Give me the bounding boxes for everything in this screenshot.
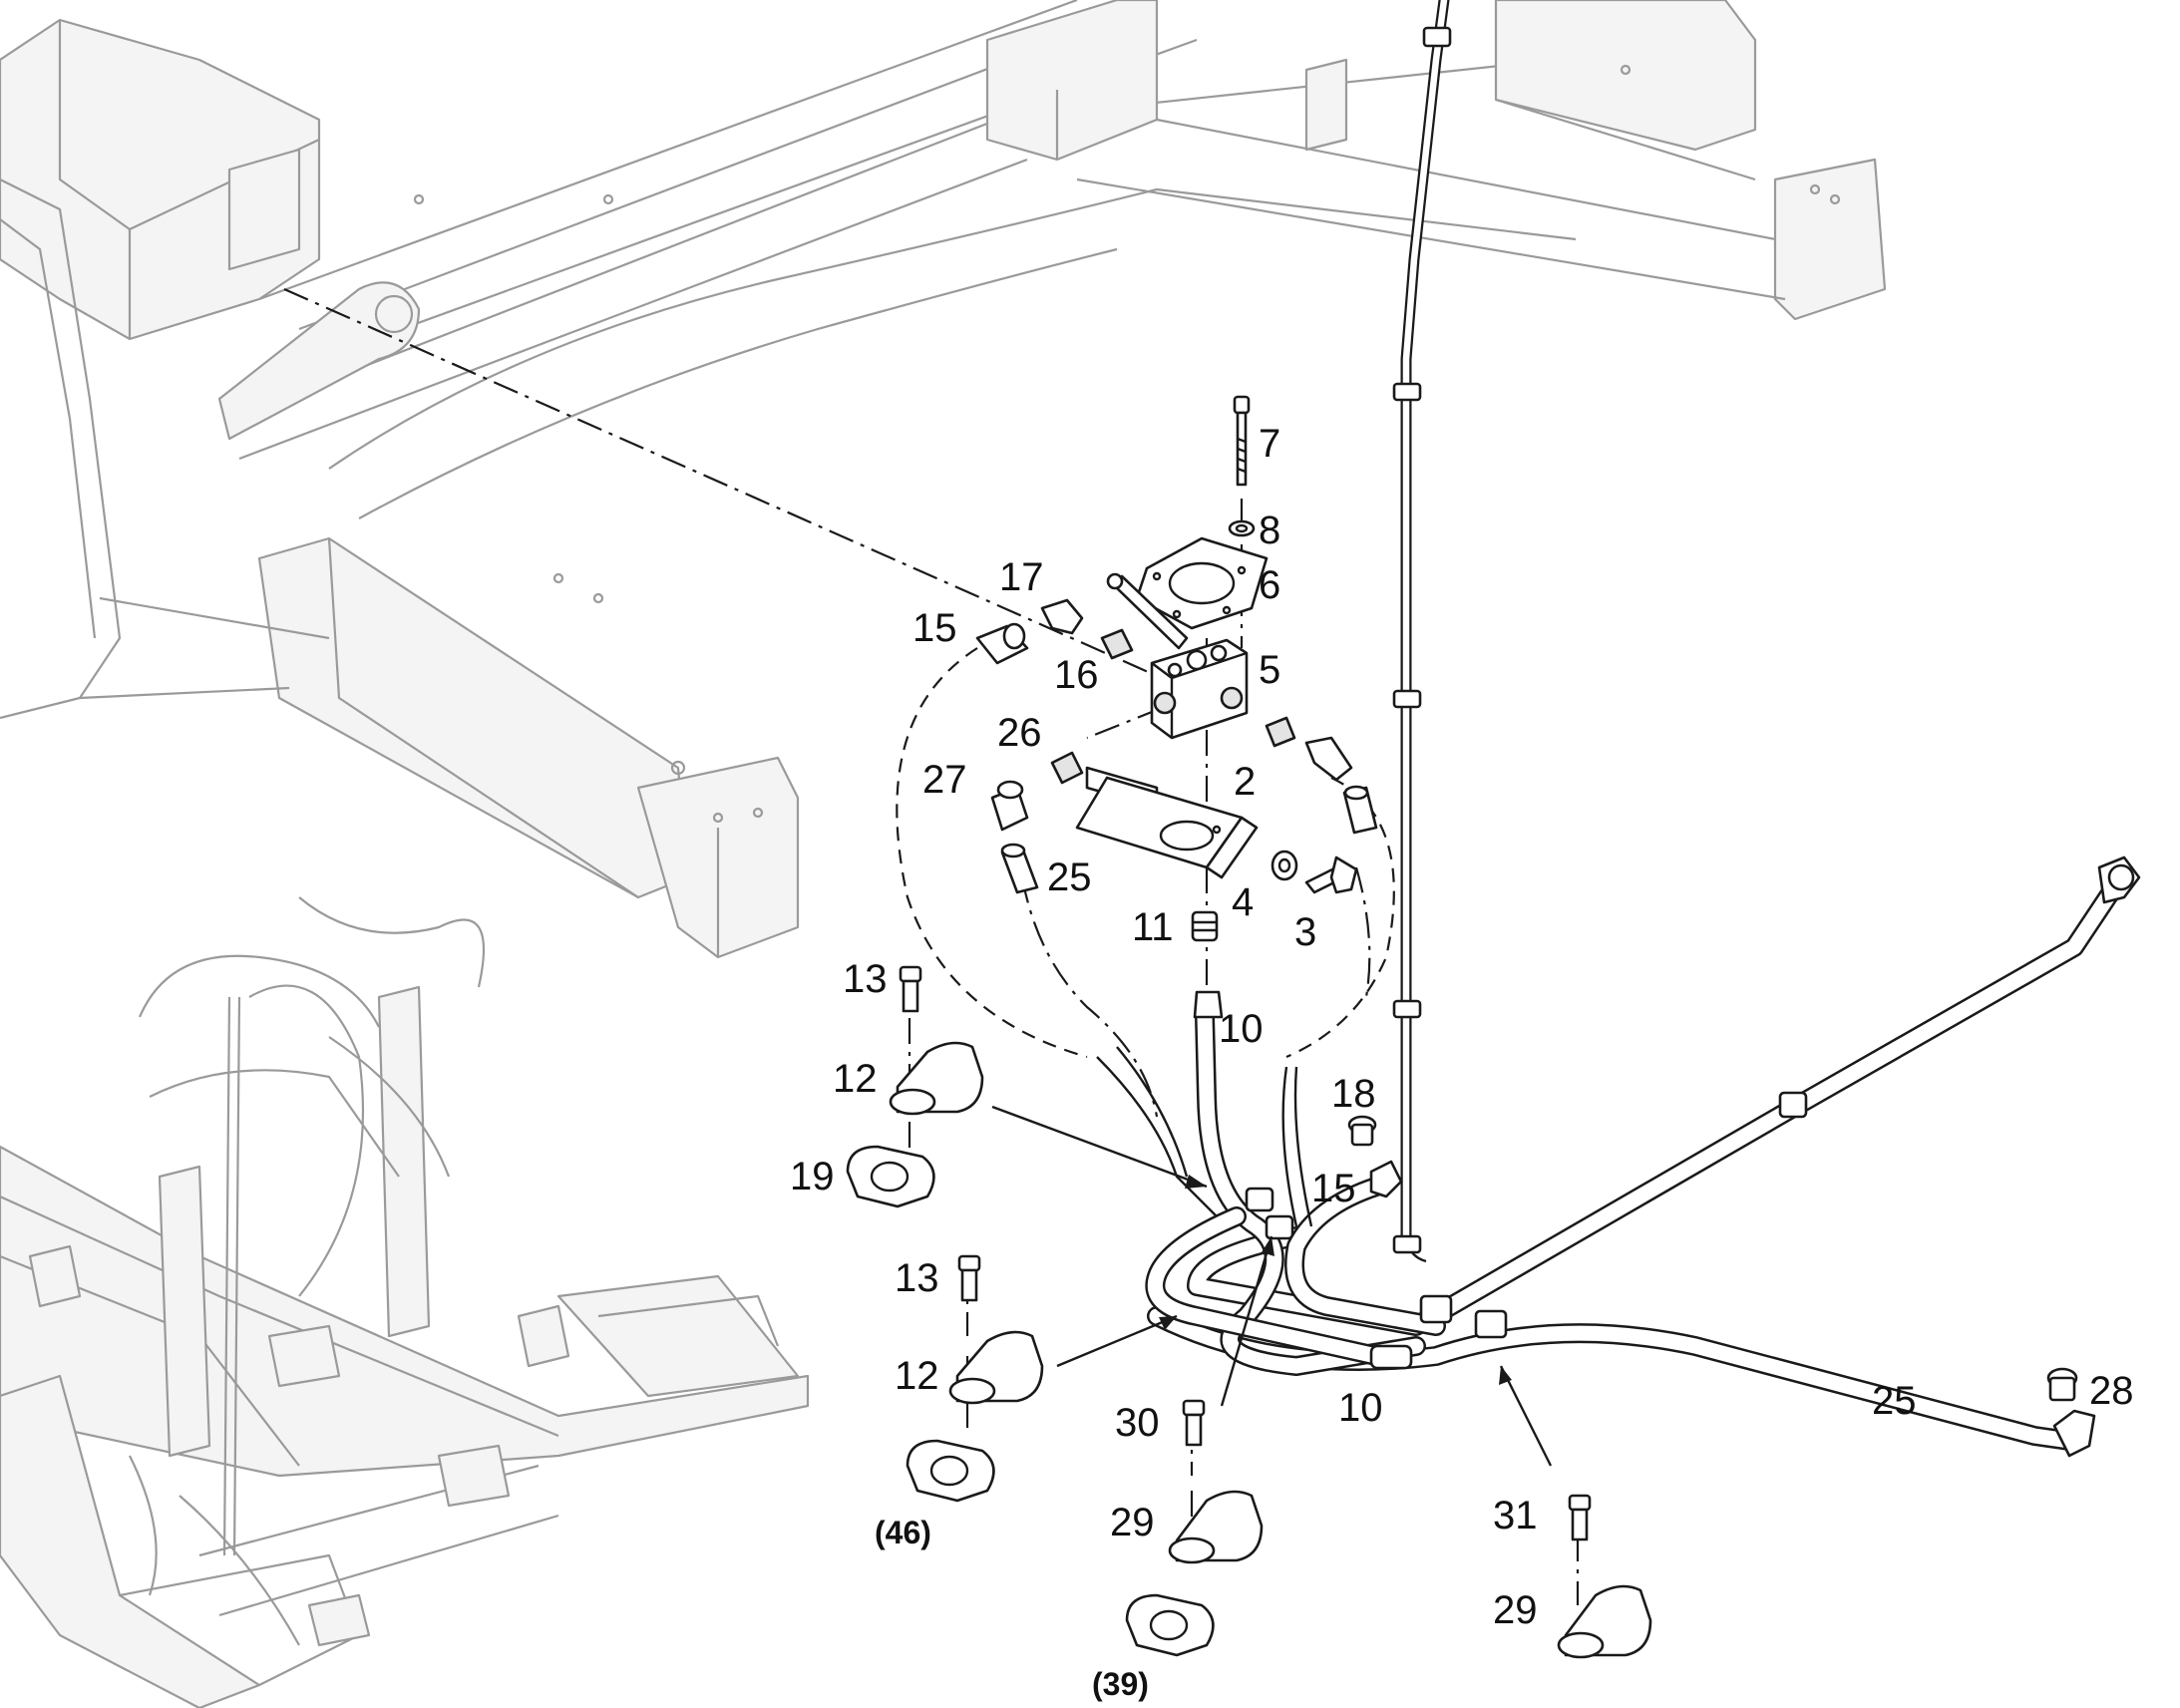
clamp-group-13-12-46 bbox=[906, 1254, 1044, 1503]
callout-7: 7 bbox=[1259, 422, 1280, 466]
callout-29: 29 bbox=[1493, 1588, 1538, 1632]
pipe-clamps bbox=[1392, 26, 1452, 1254]
callout-19: 19 bbox=[790, 1155, 835, 1198]
callout-10: 10 bbox=[1338, 1386, 1383, 1430]
callout-6: 6 bbox=[1259, 563, 1280, 607]
callout-31: 31 bbox=[1493, 1494, 1538, 1537]
lever-handle bbox=[1106, 572, 1189, 650]
callout-17: 17 bbox=[999, 555, 1044, 599]
right-side-fittings bbox=[1193, 716, 1378, 1019]
chassis-frame-background bbox=[0, 0, 1887, 959]
bolt-3 bbox=[1304, 855, 1358, 894]
clamp-group-13-12-19 bbox=[846, 965, 984, 1208]
reference-46: (46) bbox=[875, 1515, 931, 1550]
callout-5: 5 bbox=[1259, 648, 1280, 692]
callout-8: 8 bbox=[1259, 509, 1280, 552]
callout-2: 2 bbox=[1234, 760, 1256, 804]
clamp-group-31-29 bbox=[1557, 1494, 1652, 1659]
callout-27: 27 bbox=[922, 758, 967, 802]
hose-bundle bbox=[1096, 877, 2124, 1451]
washer-4 bbox=[1271, 850, 1298, 881]
callout-15: 15 bbox=[1311, 1167, 1356, 1210]
washer-8 bbox=[1228, 519, 1256, 537]
clamp-group-30-29-39 bbox=[1125, 1399, 1264, 1657]
callout-10: 10 bbox=[1219, 1007, 1264, 1051]
callout-12: 12 bbox=[895, 1354, 939, 1398]
callout-13: 13 bbox=[843, 957, 888, 1001]
leader-arrows bbox=[991, 1105, 1553, 1467]
callout-30: 30 bbox=[1115, 1401, 1160, 1445]
bolt-7 bbox=[1233, 395, 1251, 487]
hose-end-fittings bbox=[1245, 855, 2141, 1458]
callout-29: 29 bbox=[1110, 1501, 1155, 1544]
callout-labels: 7 8 6 17 15 16 5 26 27 2 25 4 3 11 10 13… bbox=[790, 422, 2134, 1632]
callout-18: 18 bbox=[1331, 1072, 1376, 1116]
callout-13: 13 bbox=[895, 1256, 939, 1300]
callout-3: 3 bbox=[1294, 910, 1316, 954]
fitting-11 bbox=[1191, 910, 1219, 942]
callout-12: 12 bbox=[833, 1057, 878, 1101]
callout-4: 4 bbox=[1232, 880, 1254, 924]
fitting-18-15 bbox=[1347, 1115, 1403, 1198]
fittings-15-16-17 bbox=[975, 598, 1134, 665]
callout-28: 28 bbox=[2089, 1369, 2134, 1413]
fittings-26-27-25 bbox=[990, 751, 1084, 894]
callout-15: 15 bbox=[912, 606, 957, 650]
valve-body-5 bbox=[1150, 638, 1249, 740]
reference-labels: (46) (39) bbox=[875, 1515, 1149, 1702]
callout-11: 11 bbox=[1132, 905, 1174, 949]
callout-25: 25 bbox=[1872, 1379, 1917, 1423]
sub-frame-background bbox=[0, 896, 810, 1708]
fitting-28 bbox=[2046, 1367, 2078, 1402]
bracket-2 bbox=[1075, 766, 1259, 879]
reference-39: (39) bbox=[1092, 1666, 1149, 1702]
callout-16: 16 bbox=[1054, 653, 1099, 697]
callout-25: 25 bbox=[1047, 855, 1092, 899]
callout-26: 26 bbox=[997, 711, 1042, 755]
vertical-hydraulic-pipe bbox=[1400, 0, 1450, 1263]
